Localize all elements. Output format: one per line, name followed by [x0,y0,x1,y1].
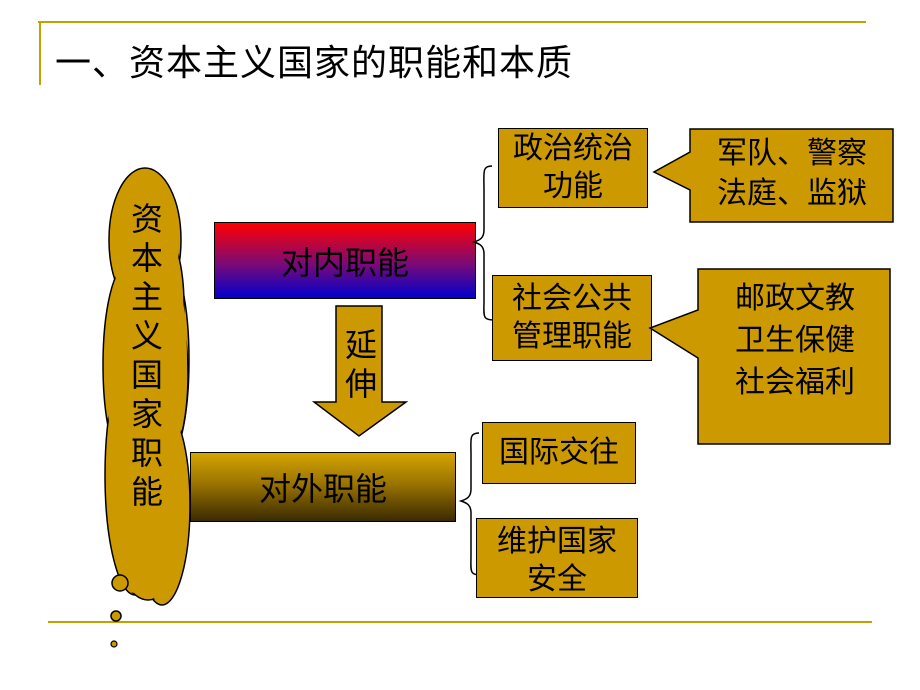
extend-char: 伸 [344,365,377,403]
root-char: 主 [130,278,163,316]
national-security-line: 维护国家 [497,524,617,559]
political-callout-line: 军队、警察 [717,136,867,171]
bubble-dot-medium [110,610,122,622]
root-char: 能 [130,473,163,511]
social-callout-shape [648,268,891,445]
political-rule-line: 功能 [543,169,603,204]
root-char: 家 [130,395,163,433]
political-callout-line: 法庭、监狱 [717,176,867,211]
root-char: 义 [130,317,163,355]
internal-function-box: 对内职能 [214,222,476,299]
public-management-box: 社会公共 管理职能 [492,275,652,361]
international-exchange-label: 国际交往 [499,435,619,470]
national-security-line: 安全 [527,562,587,597]
extend-arrow [312,305,408,437]
national-security-box: 维护国家 安全 [476,518,638,598]
extend-char: 延 [344,326,377,364]
root-char: 资 [130,200,163,238]
root-char: 职 [130,434,163,472]
extend-label: 延 伸 [342,326,380,404]
political-callout-text: 军队、警察 法庭、监狱 [692,134,892,214]
root-bubble [102,167,191,648]
political-callout-shape [652,128,894,223]
social-callout-line: 卫生保健 [735,323,855,358]
page-title: 一、资本主义国家的职能和本质 [55,43,574,84]
bubble-dot-small [110,640,118,648]
internal-brace [471,165,495,321]
root-char: 本 [130,239,163,277]
external-function-box: 对外职能 [190,452,456,522]
public-management-line: 管理职能 [512,319,632,354]
international-exchange-box: 国际交往 [482,422,636,484]
root-char: 国 [130,356,163,394]
external-brace [458,432,482,576]
social-callout-line: 邮政文教 [735,281,855,316]
social-callout-line: 社会福利 [735,365,855,400]
public-management-line: 社会公共 [512,281,632,316]
root-label: 资 本 主 义 国 家 职 能 [128,200,166,512]
bubble-dot-large [111,574,129,592]
political-rule-box: 政治统治 功能 [498,128,648,208]
internal-function-label: 对内职能 [280,243,409,282]
political-rule-line: 政治统治 [513,131,633,166]
social-callout-text: 邮政文教 卫生保健 社会福利 [700,278,890,404]
external-function-label: 对外职能 [258,470,387,508]
